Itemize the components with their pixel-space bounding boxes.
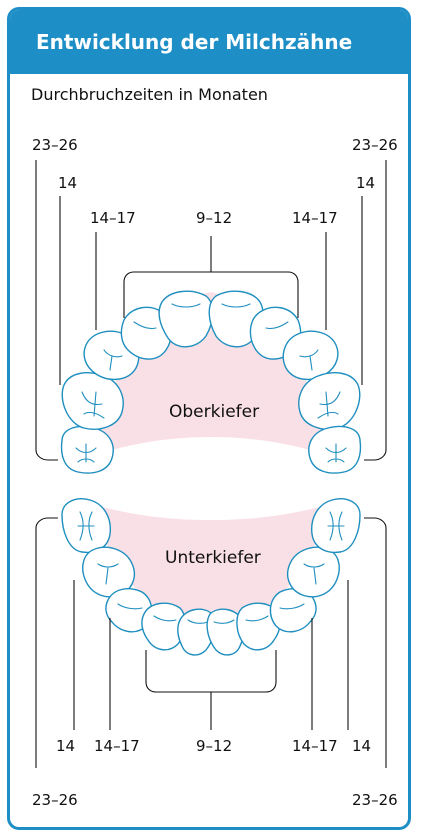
label-upper-incisors: 9–12: [196, 209, 232, 227]
label-lower-second-molar-right: 23–26: [352, 791, 398, 809]
label-lower-first-molar-right: 14: [352, 737, 371, 755]
lower-jaw-label: Unterkiefer: [165, 548, 261, 568]
upper-first-molar-left: [62, 373, 123, 429]
label-lower-canine-left: 14–17: [94, 737, 140, 755]
upper-second-molar-left: [62, 427, 114, 474]
label-upper-second-molar-right: 23–26: [352, 136, 398, 154]
label-upper-second-molar-left: 23–26: [32, 136, 78, 154]
upper-jaw-label: Oberkiefer: [169, 402, 259, 422]
label-lower-second-molar-left: 23–26: [32, 791, 78, 809]
upper-first-molar-right: [299, 373, 360, 429]
label-lower-canine-right: 14–17: [292, 737, 338, 755]
label-lower-incisors: 9–12: [196, 737, 232, 755]
label-upper-first-molar-left: 14: [58, 174, 77, 192]
upper-second-molar-right: [309, 427, 361, 474]
label-lower-first-molar-left: 14: [56, 737, 75, 755]
label-upper-canine-left: 14–17: [90, 209, 136, 227]
label-upper-canine-right: 14–17: [292, 209, 338, 227]
label-upper-first-molar-right: 14: [356, 174, 375, 192]
